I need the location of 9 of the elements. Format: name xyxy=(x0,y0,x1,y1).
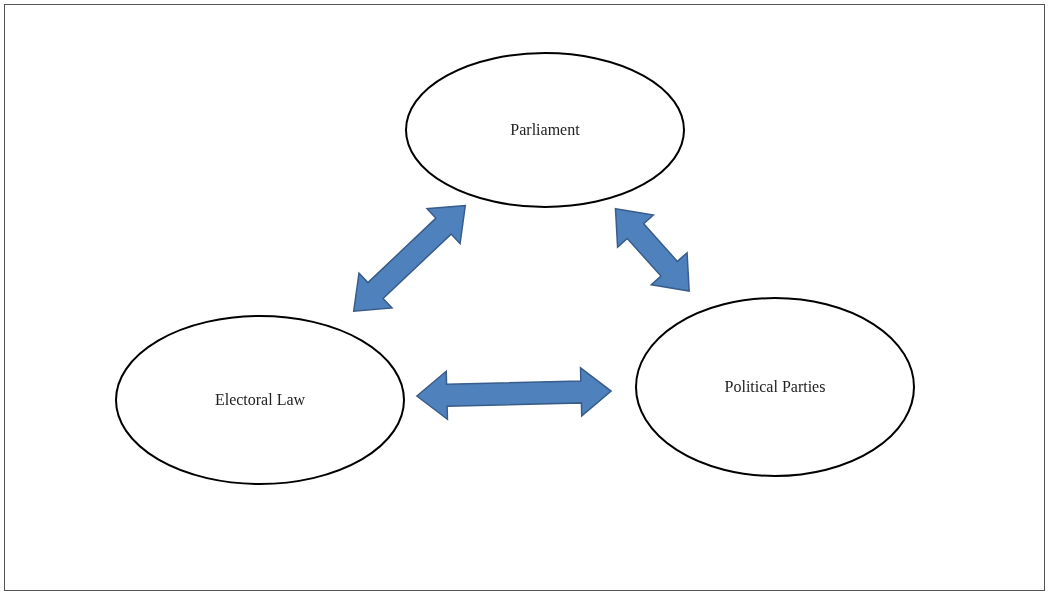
node-label: Political Parties xyxy=(724,378,826,396)
double-block-arrow xyxy=(352,204,467,313)
double-block-arrow xyxy=(614,207,690,292)
ellipse-node xyxy=(635,297,915,477)
ellipse-node xyxy=(115,315,405,485)
node-label: Parliament xyxy=(510,121,580,139)
node-label: Electoral Law xyxy=(214,391,306,409)
ellipse-node xyxy=(405,52,685,208)
double-block-arrow xyxy=(415,366,613,421)
